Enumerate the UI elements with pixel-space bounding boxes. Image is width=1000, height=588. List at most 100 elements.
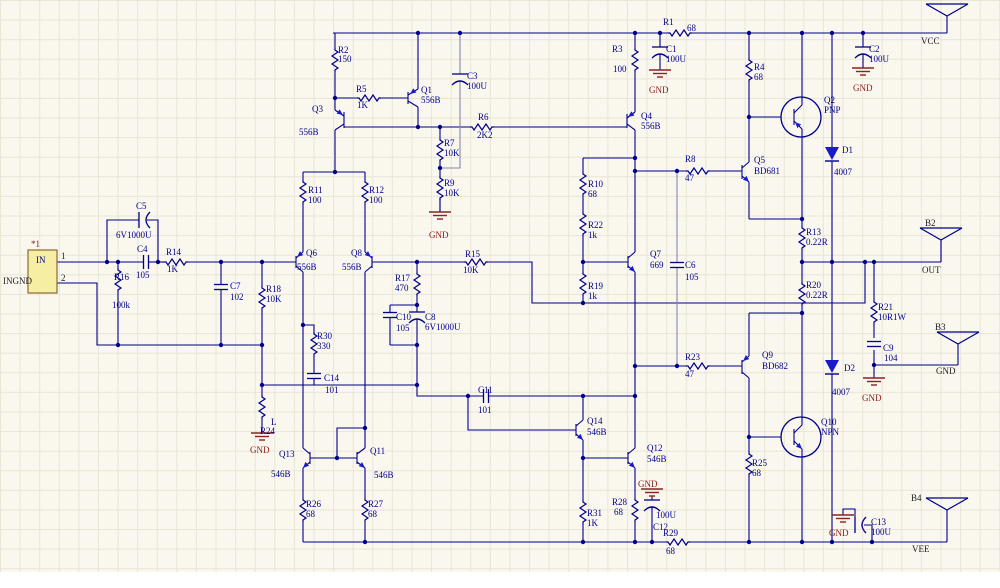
junction-dot bbox=[259, 259, 265, 265]
label-6v1000u: 6V1000U bbox=[425, 322, 461, 332]
label-546b: 546B bbox=[647, 454, 667, 464]
label-r31: R31 bbox=[587, 508, 603, 518]
label-100k: 100k bbox=[112, 300, 130, 310]
capacitor-C4-symbol bbox=[142, 255, 150, 269]
label-c5: C5 bbox=[136, 201, 147, 211]
resistor-R18-symbol bbox=[257, 286, 267, 310]
label-gnd: GND bbox=[429, 230, 449, 240]
label-c7: C7 bbox=[230, 281, 241, 291]
junction-dot bbox=[746, 114, 752, 120]
label-150: 150 bbox=[338, 54, 352, 64]
label-68: 68 bbox=[368, 509, 377, 519]
label-r28: R28 bbox=[612, 497, 628, 507]
label-r25: R25 bbox=[752, 458, 768, 468]
junction-dot bbox=[580, 259, 586, 265]
label-in: IN bbox=[36, 255, 46, 265]
junction-dot bbox=[414, 259, 420, 265]
junction-dot bbox=[632, 155, 638, 161]
transistor-Q14-emitter-arrow bbox=[576, 433, 583, 440]
label-l: L bbox=[271, 417, 277, 427]
label-100u: 100U bbox=[869, 54, 889, 64]
junction-dot bbox=[746, 30, 752, 36]
transistor-Q5-emitter-arrow bbox=[742, 175, 749, 182]
label-npn: NPN bbox=[821, 427, 840, 437]
label-r23: R23 bbox=[685, 352, 701, 362]
label-68: 68 bbox=[666, 546, 675, 556]
junction-dot bbox=[259, 342, 265, 348]
junction-dot bbox=[414, 302, 420, 308]
junction-dot bbox=[746, 539, 752, 545]
resistor-R26-symbol bbox=[298, 498, 308, 522]
label-r11: R11 bbox=[308, 185, 323, 195]
resistor-R1-symbol bbox=[668, 28, 692, 38]
gnd-symbol bbox=[832, 514, 854, 523]
label-q12: Q12 bbox=[647, 443, 663, 453]
label-100u: 100U bbox=[467, 81, 487, 91]
label-q9: Q9 bbox=[762, 350, 773, 360]
label-1k: 1K bbox=[357, 100, 368, 110]
label-c13: C13 bbox=[871, 517, 887, 527]
power-transistor-Q10-body bbox=[780, 416, 822, 458]
label-105: 105 bbox=[396, 323, 410, 333]
gnd-symbol bbox=[251, 432, 273, 441]
label-b3: B3 bbox=[935, 322, 946, 332]
label-q5: Q5 bbox=[754, 155, 765, 165]
label-330: 330 bbox=[317, 341, 331, 351]
junction-dot bbox=[829, 259, 835, 265]
label-546b: 546B bbox=[271, 469, 291, 479]
label-gnd: GND bbox=[649, 85, 669, 95]
label-r4: R4 bbox=[754, 62, 765, 72]
resistor-R28-symbol bbox=[630, 498, 640, 522]
junction-dot bbox=[300, 322, 306, 328]
label-022r: 0.22R bbox=[806, 290, 828, 300]
label-q2: Q2 bbox=[824, 95, 835, 105]
capacitor-C9-symbol bbox=[867, 340, 881, 348]
junction-dot bbox=[799, 216, 805, 222]
resistor-R15-symbol bbox=[464, 257, 488, 267]
junction-dot bbox=[362, 539, 368, 545]
label-c2: C2 bbox=[869, 44, 880, 54]
label-546b: 546B bbox=[587, 427, 607, 437]
label-c3: C3 bbox=[467, 71, 478, 81]
label-gnd: GND bbox=[936, 366, 956, 376]
resistor-R27-symbol bbox=[360, 498, 370, 522]
junction-dot bbox=[437, 165, 443, 171]
resistor-R8-symbol bbox=[686, 166, 710, 176]
junction-dot bbox=[799, 30, 805, 36]
label-r7: R7 bbox=[444, 138, 455, 148]
label-q8: Q8 bbox=[351, 248, 362, 258]
resistor-R29-symbol bbox=[666, 537, 690, 547]
label-q7: Q7 bbox=[650, 249, 661, 259]
label-ingnd: INGND bbox=[3, 276, 32, 286]
port-antenna-B3 bbox=[936, 331, 980, 345]
label-104: 104 bbox=[884, 353, 898, 363]
label-r17: R17 bbox=[395, 273, 411, 283]
capacitor-C11-symbol bbox=[482, 389, 490, 403]
label-101: 101 bbox=[325, 385, 339, 395]
label-1k: 1K bbox=[167, 264, 178, 274]
label-gnd: GND bbox=[829, 528, 849, 538]
resistor-R20-symbol bbox=[797, 282, 807, 306]
label-556b: 556B bbox=[299, 127, 319, 137]
label-100: 100 bbox=[308, 195, 322, 205]
junction-dot bbox=[674, 363, 680, 369]
resistor-R2-symbol bbox=[330, 48, 340, 72]
label-10k: 10K bbox=[444, 188, 460, 198]
label-r15: R15 bbox=[465, 249, 481, 259]
label-q4: Q4 bbox=[641, 111, 652, 121]
label-68: 68 bbox=[306, 509, 315, 519]
junction-dot bbox=[580, 393, 586, 399]
junction-dot bbox=[115, 259, 121, 265]
resistor-R10-symbol bbox=[578, 172, 588, 196]
label-10k: 10K bbox=[444, 148, 460, 158]
label-vee: VEE bbox=[912, 544, 930, 554]
resistor-R6-symbol bbox=[470, 122, 494, 132]
junction-dot bbox=[332, 95, 338, 101]
label-c12: C12 bbox=[653, 522, 669, 532]
resistor-R13-symbol bbox=[797, 226, 807, 250]
junction-dot bbox=[104, 259, 110, 265]
label-100u: 100U bbox=[871, 527, 891, 537]
junction-dot bbox=[799, 310, 805, 316]
label-vcc: VCC bbox=[921, 36, 940, 46]
